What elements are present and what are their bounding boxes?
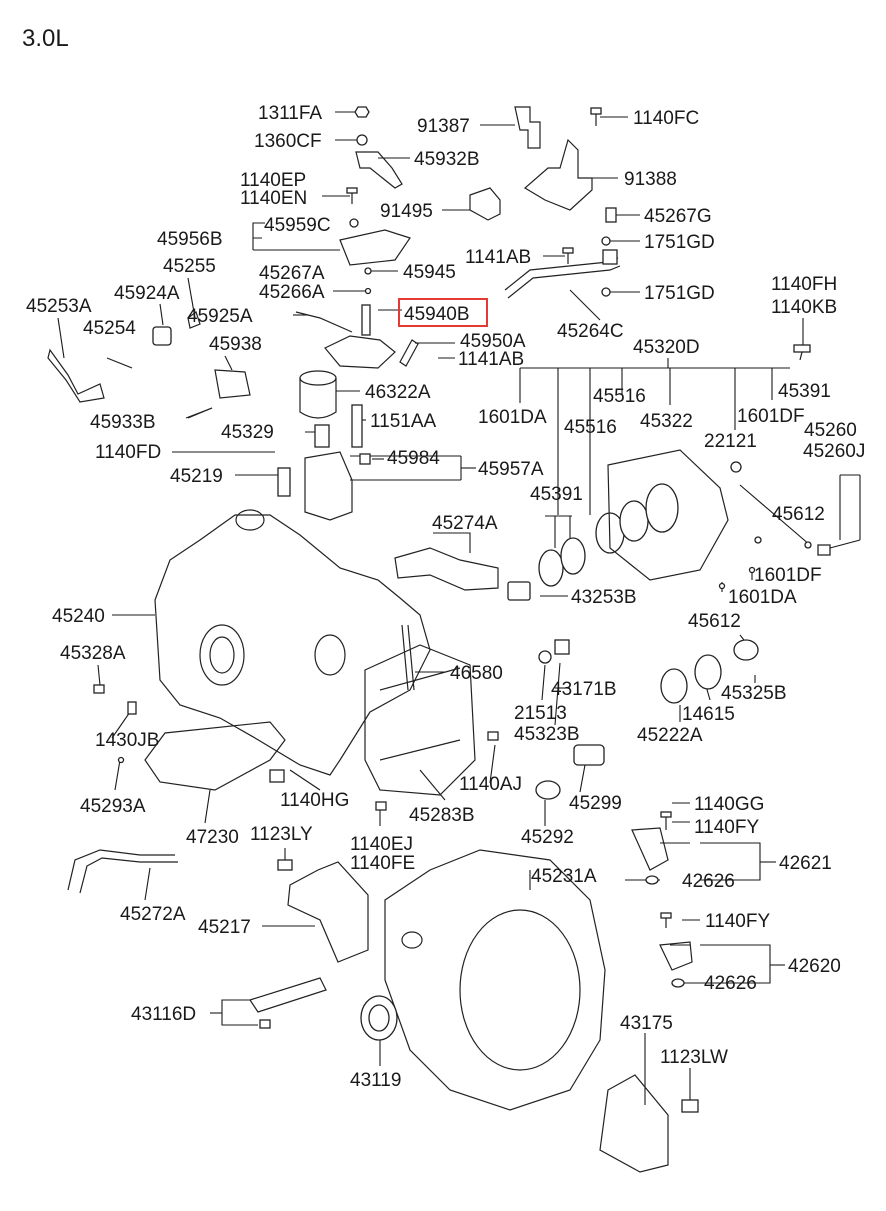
label-45219[interactable]: 45219 — [170, 466, 223, 487]
label-47230[interactable]: 47230 — [186, 827, 239, 848]
label-1140FY-a[interactable]: 1140FY — [694, 817, 759, 838]
label-45267A[interactable]: 45267A — [259, 263, 325, 284]
label-1141AB-b[interactable]: 1141AB — [458, 349, 524, 370]
label-45329[interactable]: 45329 — [221, 422, 274, 443]
label-1140FE[interactable]: 1140FE — [350, 853, 415, 874]
label-1360CF[interactable]: 1360CF — [254, 131, 322, 152]
label-43116D[interactable]: 43116D — [131, 1004, 196, 1025]
label-43171B[interactable]: 43171B — [551, 679, 617, 700]
label-45320D[interactable]: 45320D — [633, 337, 700, 358]
label-45222A[interactable]: 45222A — [637, 725, 703, 746]
label-45260J[interactable]: 45260J — [803, 441, 865, 462]
label-45945[interactable]: 45945 — [403, 262, 456, 283]
label-45984[interactable]: 45984 — [387, 448, 440, 469]
label-45932B[interactable]: 45932B — [414, 149, 480, 170]
label-45255[interactable]: 45255 — [163, 256, 216, 277]
label-1140FY-b[interactable]: 1140FY — [705, 911, 770, 932]
label-45940B[interactable]: 45940B — [404, 304, 470, 325]
label-1311FA[interactable]: 1311FA — [258, 103, 322, 124]
label-1140EJ[interactable]: 1140EJ — [350, 834, 413, 855]
part-drawings — [47, 106, 831, 1173]
label-45274A[interactable]: 45274A — [432, 513, 498, 534]
label-45322[interactable]: 45322 — [640, 411, 693, 432]
label-45391-a[interactable]: 45391 — [778, 381, 831, 402]
label-1140FC[interactable]: 1140FC — [633, 108, 699, 129]
label-42621[interactable]: 42621 — [779, 853, 832, 874]
label-1151AA[interactable]: 1151AA — [370, 411, 437, 432]
label-45299[interactable]: 45299 — [569, 793, 622, 814]
label-42626-b[interactable]: 42626 — [704, 973, 757, 994]
label-45933B[interactable]: 45933B — [90, 412, 156, 433]
label-1140AJ[interactable]: 1140AJ — [459, 774, 522, 795]
label-45260[interactable]: 45260 — [804, 420, 857, 441]
label-1430JB[interactable]: 1430JB — [95, 730, 159, 751]
label-45612-b[interactable]: 45612 — [688, 611, 741, 632]
label-45231A[interactable]: 45231A — [531, 866, 597, 887]
highlight-box — [398, 298, 488, 327]
label-45950A[interactable]: 45950A — [460, 331, 526, 352]
label-45272A[interactable]: 45272A — [120, 904, 186, 925]
label-42620[interactable]: 42620 — [788, 956, 841, 977]
label-43175[interactable]: 43175 — [620, 1013, 673, 1034]
label-45516-b[interactable]: 45516 — [564, 417, 617, 438]
label-43119[interactable]: 43119 — [350, 1070, 401, 1091]
label-1141AB-a[interactable]: 1141AB — [465, 247, 531, 268]
label-45267G[interactable]: 45267G — [644, 206, 712, 227]
label-45328A[interactable]: 45328A — [60, 643, 126, 664]
label-91388[interactable]: 91388 — [624, 169, 677, 190]
label-1140EP[interactable]: 1140EP — [240, 170, 306, 191]
label-42626-a[interactable]: 42626 — [682, 871, 735, 892]
label-45217[interactable]: 45217 — [198, 917, 251, 938]
label-1140EN[interactable]: 1140EN — [240, 188, 307, 209]
label-43253B[interactable]: 43253B — [571, 587, 637, 608]
label-45325B[interactable]: 45325B — [721, 683, 787, 704]
label-1123LW[interactable]: 1123LW — [660, 1047, 728, 1068]
label-1140HG[interactable]: 1140HG — [280, 790, 349, 811]
engine-label: 3.0L — [22, 25, 69, 52]
label-45391-b[interactable]: 45391 — [530, 484, 583, 505]
label-46322A[interactable]: 46322A — [365, 382, 431, 403]
label-45925A[interactable]: 45925A — [187, 306, 253, 327]
label-45938[interactable]: 45938 — [209, 334, 262, 355]
label-45612-a[interactable]: 45612 — [772, 504, 825, 525]
label-45292[interactable]: 45292 — [521, 827, 574, 848]
label-45293A[interactable]: 45293A — [80, 796, 146, 817]
label-1601DF-a[interactable]: 1601DF — [737, 406, 805, 427]
label-45264C[interactable]: 45264C — [557, 321, 624, 342]
label-21513[interactable]: 21513 — [514, 703, 567, 724]
label-1751GD-b[interactable]: 1751GD — [644, 283, 715, 304]
label-45254[interactable]: 45254 — [83, 318, 136, 339]
label-45240[interactable]: 45240 — [52, 606, 105, 627]
label-1601DF-b[interactable]: 1601DF — [754, 565, 822, 586]
label-46580[interactable]: 46580 — [450, 663, 503, 684]
label-45959C[interactable]: 45959C — [264, 215, 331, 236]
label-1601DA-a[interactable]: 1601DA — [478, 407, 547, 428]
label-91387[interactable]: 91387 — [417, 116, 470, 137]
label-1140FH[interactable]: 1140FH — [771, 274, 837, 295]
label-45266A[interactable]: 45266A — [259, 282, 325, 303]
label-1751GD-a[interactable]: 1751GD — [644, 232, 715, 253]
label-1601DA-b[interactable]: 1601DA — [728, 587, 797, 608]
label-45957A[interactable]: 45957A — [478, 459, 544, 480]
label-14615[interactable]: 14615 — [682, 704, 735, 725]
label-45516-a[interactable]: 45516 — [593, 386, 646, 407]
label-45283B[interactable]: 45283B — [409, 805, 475, 826]
label-1140KB[interactable]: 1140KB — [771, 297, 837, 318]
label-45956B[interactable]: 45956B — [157, 229, 223, 250]
label-1123LY[interactable]: 1123LY — [250, 824, 313, 845]
label-1140FD[interactable]: 1140FD — [95, 442, 161, 463]
label-45924A[interactable]: 45924A — [114, 283, 180, 304]
label-91495[interactable]: 91495 — [380, 201, 433, 222]
label-45323B[interactable]: 45323B — [514, 724, 580, 745]
label-22121[interactable]: 22121 — [704, 431, 757, 452]
label-1140GG[interactable]: 1140GG — [694, 794, 764, 815]
label-45253A[interactable]: 45253A — [26, 296, 92, 317]
